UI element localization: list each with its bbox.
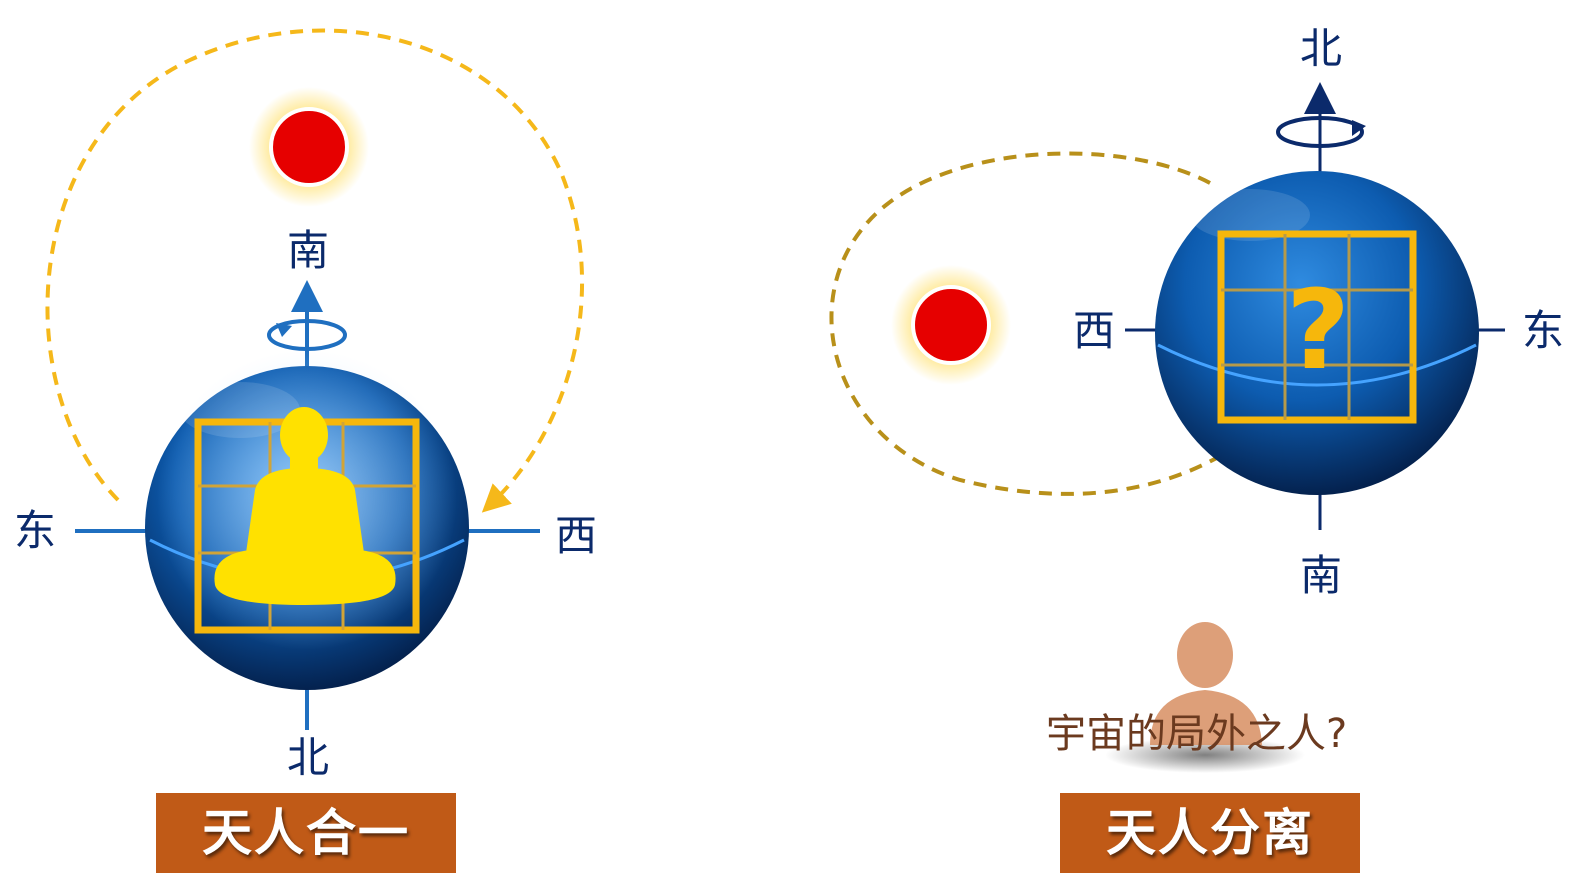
- direction-label-left-left: 东: [14, 506, 57, 555]
- direction-label-left-right: 西: [1073, 306, 1116, 355]
- rotation-arrow-icon-right: [1276, 116, 1366, 148]
- direction-label-right-right: 东: [1522, 306, 1565, 355]
- right-panel: ?: [829, 82, 1505, 773]
- axis-arrow-icon-right: [1304, 82, 1336, 114]
- axis-arrow-icon: [291, 280, 323, 312]
- rotation-arrow-icon: [267, 319, 347, 351]
- left-panel: [45, 28, 585, 730]
- window-frame-icon-right: [1217, 230, 1417, 424]
- direction-label-top-right: 北: [1300, 24, 1343, 73]
- outsider-caption: 宇宙的局外之人?: [1046, 711, 1348, 757]
- left-panel-title: 天人合一: [156, 793, 456, 873]
- globe-icon-right: [1155, 171, 1479, 495]
- sun-icon-right: [891, 265, 1011, 385]
- sun-orbit-path-right: [829, 151, 1261, 496]
- direction-label-right-left: 西: [555, 511, 598, 560]
- sun-icon: [249, 87, 369, 207]
- sun-orbit-path: [45, 28, 585, 513]
- right-panel-title: 天人分离: [1060, 793, 1360, 873]
- direction-label-top-left: 南: [287, 226, 330, 275]
- meditating-person-icon: [214, 407, 396, 605]
- outsider-person-icon: [1105, 622, 1305, 773]
- direction-label-bottom-left: 北: [287, 733, 330, 782]
- direction-label-bottom-right: 南: [1300, 551, 1343, 600]
- question-mark: ?: [1286, 266, 1350, 394]
